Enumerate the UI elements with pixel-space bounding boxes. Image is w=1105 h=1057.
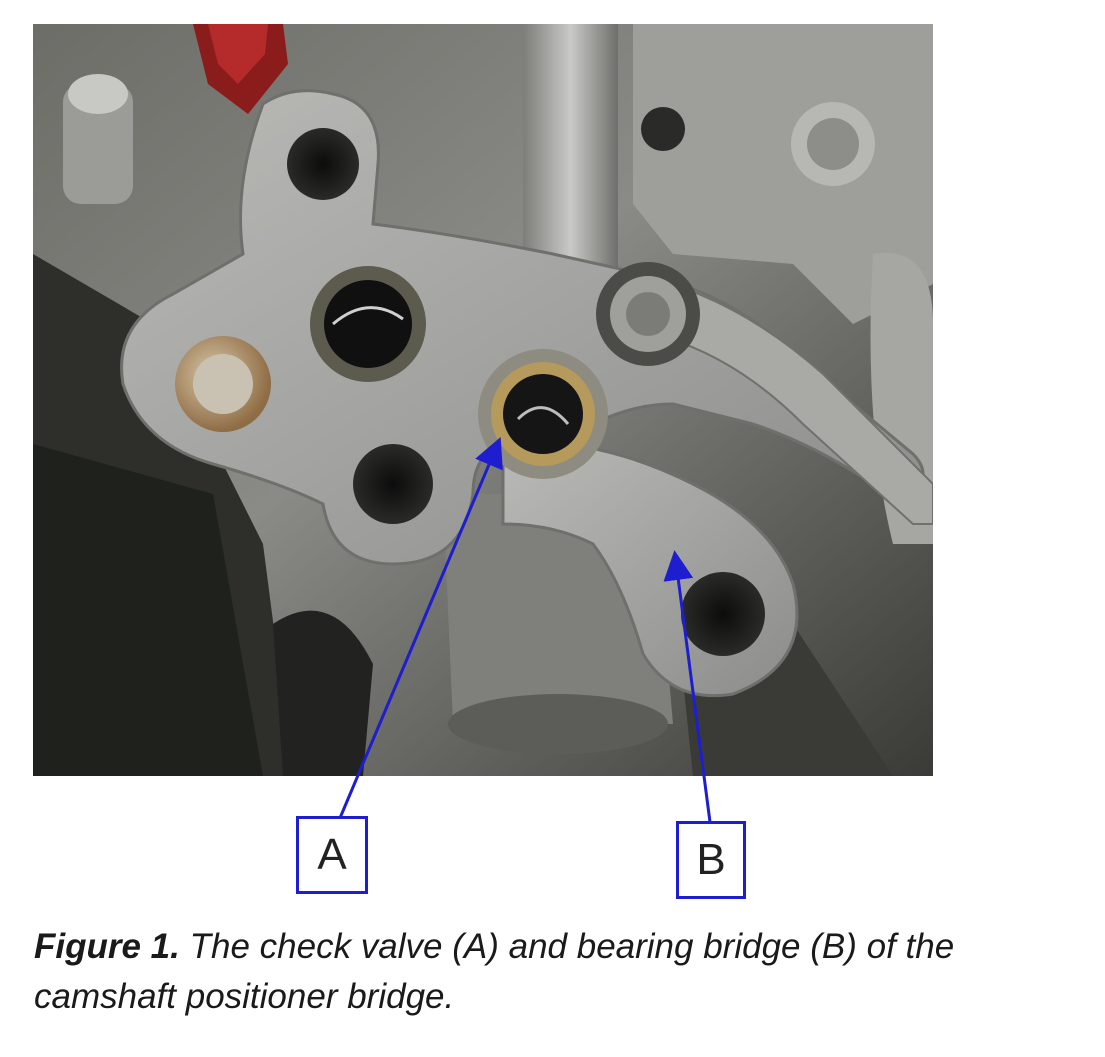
engine-photo-illustration: [33, 24, 933, 776]
callout-label-b: B: [676, 821, 746, 899]
callout-label-b-text: B: [696, 835, 726, 884]
figure-number: Figure 1.: [34, 927, 180, 966]
engine-photo: [33, 24, 933, 776]
callout-label-a-text: A: [317, 830, 347, 879]
figure-caption-text: The check valve (A) and bearing bridge (…: [34, 927, 955, 1016]
callout-label-a: A: [296, 816, 368, 894]
figure-caption: Figure 1. The check valve (A) and bearin…: [34, 922, 1084, 1022]
